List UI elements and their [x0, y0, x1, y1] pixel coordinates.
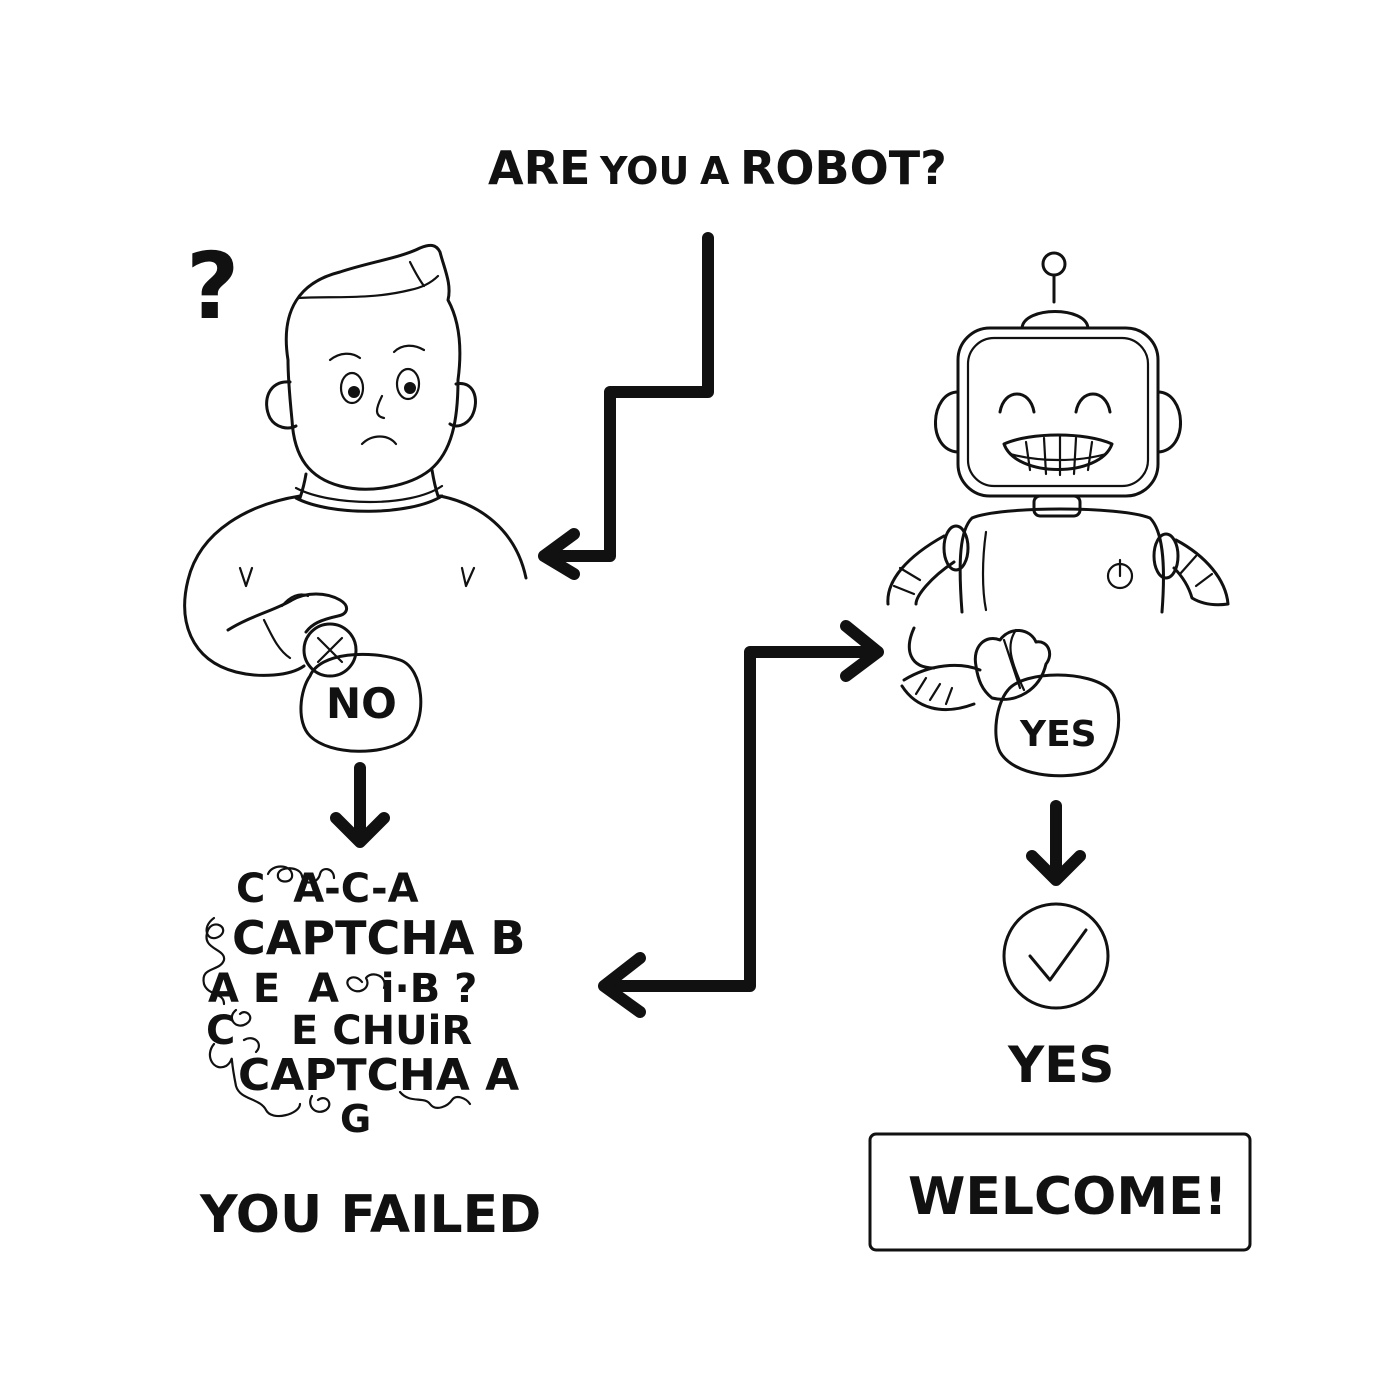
robot-right-arm	[1172, 538, 1230, 607]
robot-left-eye	[998, 392, 1036, 414]
arrow-no-to-captcha-head	[330, 812, 390, 848]
scribble-top	[266, 865, 336, 884]
human-hair	[296, 274, 440, 300]
human-left-pupil	[348, 386, 360, 398]
title-word-robot: ROBOT?	[740, 141, 947, 195]
robot-left-shoulder	[942, 524, 970, 572]
no-button-shape	[299, 652, 423, 753]
check-circle	[1002, 902, 1110, 1010]
robot-right-eye	[1074, 392, 1112, 414]
captcha-line-4: C E CHUiR	[206, 1008, 472, 1054]
arrow-yes-to-check-head	[1026, 850, 1086, 886]
human-right-brow	[392, 344, 426, 354]
title-word-are: ARE	[488, 141, 590, 195]
no-button-close-badge	[302, 622, 358, 678]
success-check	[1002, 902, 1110, 1010]
robot-antenna-base	[1020, 310, 1090, 330]
title-word-you: YOU	[599, 149, 689, 193]
human-nose	[375, 394, 386, 420]
scribble-left-middle	[230, 1008, 260, 1054]
you-failed-label: YOU FAILED	[199, 1185, 541, 1245]
yes-result-label: YES	[1007, 1036, 1114, 1094]
scribble-left-loop	[202, 916, 226, 1006]
human-left-ear	[265, 380, 298, 430]
robot-teeth	[1008, 434, 1108, 477]
human-shoulder-right	[438, 494, 528, 580]
arrow-to-robot-head	[840, 620, 884, 682]
human-neck	[298, 468, 440, 500]
human-collar	[294, 494, 444, 513]
robot-right-arm-segments	[1178, 554, 1214, 588]
page-title: ARE YOU A ROBOT?	[488, 141, 947, 195]
checkmark-icon	[1028, 928, 1088, 982]
human-left-brow	[328, 352, 362, 362]
arrow-title-to-human	[550, 232, 714, 562]
robot-left-arm-segments	[892, 566, 922, 596]
yes-button-shape	[994, 673, 1121, 778]
human-head	[284, 243, 462, 491]
captcha-scribble: C A-C-A CAPTCHA B A E A i·B ? C E CHUiR …	[202, 865, 525, 1141]
welcome-label: WELCOME!	[908, 1167, 1227, 1227]
yes-button[interactable]: YES	[994, 673, 1121, 778]
no-button-label: NO	[326, 679, 397, 728]
arrow-title-to-human-head	[538, 528, 580, 580]
human-hair-strand	[408, 260, 426, 288]
yes-button-label: YES	[1019, 714, 1097, 755]
captcha-line-6: G	[340, 1097, 371, 1141]
captcha-line-1: C A-C-A	[236, 866, 419, 912]
human-fingers	[262, 593, 310, 660]
robot-right-shoulder	[1152, 532, 1180, 580]
human-left-eye	[339, 371, 365, 405]
human-shirt-folds	[238, 566, 476, 588]
happy-robot	[886, 251, 1230, 712]
robot-hand	[973, 629, 1052, 701]
captcha-line-3: A E A i·B ?	[208, 966, 477, 1012]
scribble-bottom-right	[398, 1090, 472, 1109]
close-icon	[316, 636, 344, 664]
scribble-bottom-mid	[309, 1094, 331, 1113]
arrow-captcha-to-robot	[606, 646, 874, 992]
arrow-captcha-back-head	[598, 952, 646, 1018]
robot-pressing-arm	[900, 626, 982, 712]
welcome-box	[868, 1132, 1252, 1252]
robot-faceplate	[966, 336, 1150, 488]
human-right-ear	[448, 382, 477, 428]
human-frown	[360, 435, 398, 446]
human-hand	[226, 592, 348, 634]
human-right-pupil	[404, 382, 416, 394]
title-word-a: A	[700, 149, 730, 193]
question-mark: ?	[186, 233, 239, 340]
robot-right-ear	[1156, 390, 1182, 454]
human-shoulder-left	[183, 494, 306, 677]
robot-torso	[958, 507, 1165, 614]
human-collar-inner	[294, 484, 444, 504]
captcha-line-2: CAPTCHA B	[232, 911, 525, 965]
human-right-eye	[395, 367, 421, 401]
scribble-middle	[346, 973, 386, 993]
captcha-line-5: CAPTCHA A	[238, 1050, 519, 1101]
robot-neck	[1032, 494, 1082, 518]
no-button[interactable]: NO	[299, 622, 423, 753]
confused-human: ?	[183, 233, 528, 677]
robot-grin	[1002, 433, 1114, 471]
robot-torso-shine	[981, 530, 988, 612]
scribble-bottom-left	[208, 1042, 302, 1118]
robot-pressing-arm-segments	[914, 676, 954, 706]
robot-left-ear	[934, 390, 960, 454]
welcome-banner: WELCOME!	[868, 1132, 1252, 1252]
robot-antenna-ball	[1041, 251, 1067, 277]
